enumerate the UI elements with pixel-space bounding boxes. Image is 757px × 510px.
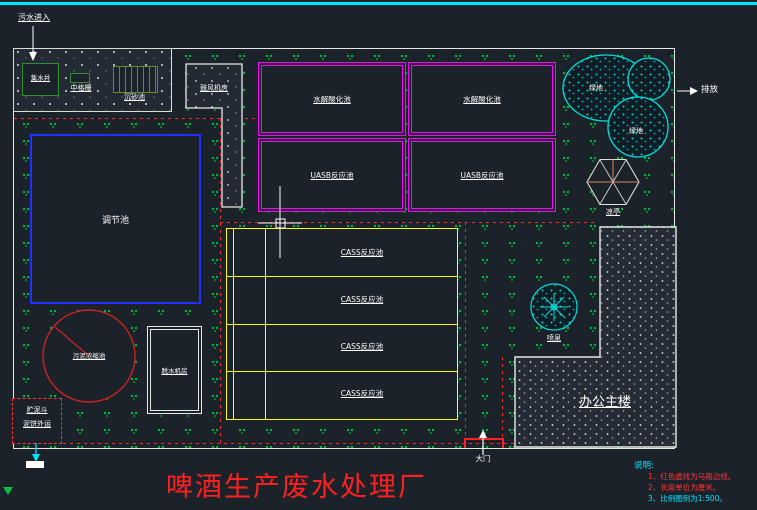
equalization-tank-label: 调节池: [101, 215, 129, 226]
sludge-thickener-label: 污泥浓缩池: [72, 352, 106, 360]
office-building-label: 办公主楼: [578, 395, 631, 410]
grit-chamber: [113, 66, 158, 93]
road-edge-line: [220, 222, 597, 223]
sludge-haul-away-label: 泥饼外运: [23, 420, 51, 428]
notes-block: 说明: 1、红色虚线为马路边线。 2、长度单位为厘米。 3、比例图例为1:500…: [634, 459, 735, 504]
sludge-truck-symbol: [26, 461, 44, 468]
hydrolysis-tank-2: 水解酸化池: [408, 62, 556, 136]
bar-screen-label: 中格栅: [70, 84, 92, 92]
green-space-label: 绿地: [589, 84, 603, 92]
road-edge-line: [220, 118, 221, 443]
dewatering-room-inner-wall: [150, 329, 199, 411]
pavilion-label: 凉亭: [606, 208, 620, 216]
cass-tank-label: CASS反应池: [340, 248, 384, 257]
tank-inner-wall: [261, 141, 403, 209]
road-edge-line: [14, 118, 257, 119]
dewatering-room: 脱水机房: [147, 326, 202, 414]
cass-divider: [227, 324, 457, 325]
top-cyan-bar: [0, 2, 757, 5]
cass-tank-label: CASS反应池: [340, 389, 384, 398]
hydrolysis-tank-1: 水解酸化池: [258, 62, 406, 136]
gate-label: 大门: [475, 454, 491, 463]
tank-inner-wall: [411, 65, 553, 133]
sludge-hopper-label: 贮泥斗: [26, 406, 48, 414]
collection-well-label: 集水井: [30, 74, 51, 82]
bar-screen: [70, 73, 90, 83]
uasb-tank-label: UASB反应池: [310, 170, 354, 180]
road-edge-line: [14, 443, 600, 444]
green-space-label: 绿地: [629, 127, 643, 135]
tank-inner-wall: [261, 65, 403, 133]
road-edge-line: [465, 222, 466, 443]
note-item: 1、红色虚线为马路边线。: [648, 472, 736, 481]
dewatering-room-label: 脱水机房: [161, 367, 188, 375]
uasb-tank-1: UASB反应池: [258, 138, 406, 212]
equalization-tank: 调节池: [30, 134, 201, 304]
tank-inner-wall: [411, 141, 553, 209]
grit-chamber-label: 沉砂池: [124, 93, 145, 101]
note-item: 2、长度单位为厘米。: [648, 483, 721, 492]
fountain-label: 喷泉: [547, 334, 561, 342]
drawing-title: 啤酒生产废水处理厂: [166, 472, 427, 503]
blower-room-label: 鼓风机房: [200, 84, 228, 92]
pretreatment-block: 集水井 中格栅 沉砂池: [13, 48, 172, 112]
cass-divider: [227, 276, 457, 277]
uasb-tank-2: UASB反应池: [408, 138, 556, 212]
cass-tank-label: CASS反应池: [340, 295, 384, 304]
cass-tank-block: CASS反应池 CASS反应池 CASS反应池 CASS反应池: [226, 228, 458, 420]
outflow-arrowhead-icon: [690, 87, 698, 95]
road-edge-line: [502, 357, 503, 443]
sludge-hopper-box: 贮泥斗 泥饼外运: [12, 398, 62, 444]
notes-heading: 说明:: [634, 461, 654, 471]
outflow-label: 排放: [701, 85, 719, 95]
collection-well: 集水井: [22, 63, 59, 96]
corner-mark-icon: [3, 487, 13, 495]
inflow-label: 污水进入: [18, 13, 50, 22]
note-item: 3、比例图例为1:500。: [648, 494, 727, 503]
uasb-tank-label: UASB反应池: [460, 170, 504, 180]
cass-divider: [227, 371, 457, 372]
hydrolysis-tank-label: 水解酸化池: [313, 94, 351, 104]
cass-tank-label: CASS反应池: [340, 342, 384, 351]
hydrolysis-tank-label: 水解酸化池: [463, 94, 501, 104]
